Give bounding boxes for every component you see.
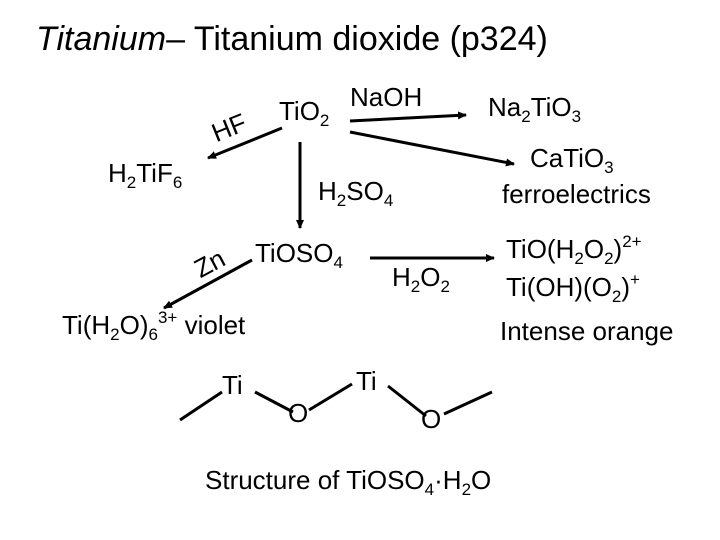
structure-caption: Structure of TiOSO4·H2O — [205, 465, 492, 499]
structure-ti-1: Ti — [222, 370, 243, 400]
peroxo-complex-2: Ti(OH)(O2)+ — [506, 270, 640, 306]
page-title: Titanium– Titanium dioxide (p324) — [36, 22, 548, 56]
title-dash: – — [166, 20, 185, 58]
reagent-h2so4: H2SO4 — [318, 176, 394, 210]
reagent-h2o2: H2O2 — [392, 262, 450, 296]
title-italic: Titanium — [36, 20, 167, 58]
na2tio3-label: Na2TiO3 — [488, 92, 582, 126]
arrow-catio3 — [349, 130, 515, 167]
bond-2 — [254, 390, 294, 414]
bond-3 — [308, 382, 353, 412]
arrow-hf — [207, 126, 283, 160]
catio3-label: CaTiO3 — [530, 143, 614, 177]
bond-1 — [179, 390, 223, 422]
ferroelectrics-label: ferroelectrics — [502, 179, 651, 209]
arrow-zn — [163, 258, 253, 310]
intense-orange-label: Intense orange — [500, 316, 674, 346]
arrow-naoh — [349, 111, 467, 123]
bond-4 — [387, 384, 427, 418]
structure-ti-2: Ti — [356, 366, 377, 396]
structure-o-2: O — [421, 404, 442, 434]
tioso4-label: TiOSO4 — [255, 238, 343, 272]
structure-o-1: O — [288, 398, 309, 428]
h2tif6-label: H2TiF6 — [108, 158, 183, 192]
title-text: Titanium dioxide (p324) — [185, 20, 548, 58]
bond-5 — [443, 390, 493, 416]
violet-label: Ti(H2O)63+ violet — [62, 308, 246, 344]
tio2-label: TiO2 — [279, 96, 330, 130]
peroxo-complex-1: TiO(H2O2)2+ — [506, 232, 642, 268]
reagent-naoh: NaOH — [350, 82, 423, 112]
